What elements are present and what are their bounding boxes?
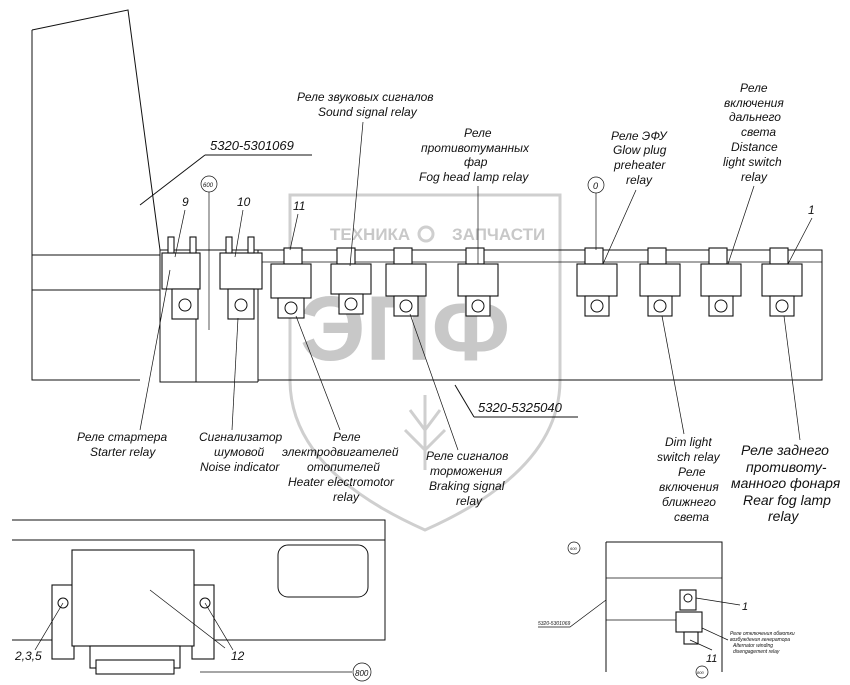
svg-text:Fog head lamp relay: Fog head lamp relay: [419, 170, 529, 184]
svg-text:relay: relay: [626, 173, 653, 187]
watermark-right-text: ЗАПЧАСТИ: [452, 225, 545, 244]
svg-text:торможения: торможения: [430, 464, 503, 478]
svg-text:света: света: [674, 510, 709, 524]
svg-text:Distance: Distance: [731, 140, 778, 154]
svg-text:Реле: Реле: [740, 81, 768, 95]
svg-text:light switch: light switch: [723, 155, 782, 169]
svg-text:Сигнализатор: Сигнализатор: [199, 430, 282, 444]
inset-part-number: 5320-5301069: [538, 621, 570, 627]
label-heater-electromotor: Реле электродвигателей отопителей Heater…: [282, 315, 399, 504]
svg-text:электродвигателей: электродвигателей: [282, 445, 399, 459]
svg-text:switch relay: switch relay: [657, 450, 721, 464]
relay-braking: [385, 247, 427, 317]
svg-text:фар: фар: [464, 155, 488, 169]
svg-text:Реле звуковых сигналов: Реле звуковых сигналов: [297, 90, 434, 104]
svg-text:disengagement relay: disengagement relay: [733, 649, 780, 655]
relay-10: [219, 236, 263, 320]
inset-callout-800: 800: [697, 670, 704, 675]
inset-callout-1: 1: [742, 601, 748, 613]
callout-1: 1: [808, 203, 815, 217]
svg-text:Реле: Реле: [464, 126, 492, 140]
wheat-icon: [403, 395, 447, 470]
svg-text:Braking signal: Braking signal: [429, 479, 505, 493]
part-number-bracket: 5320-5301069: [210, 138, 294, 153]
svg-text:дальнего: дальнего: [729, 110, 781, 124]
svg-text:ближнего: ближнего: [662, 495, 716, 509]
callout-11: 11: [293, 199, 305, 213]
svg-text:Rear fog lamp: Rear fog lamp: [743, 492, 831, 508]
svg-text:противотуманных: противотуманных: [421, 141, 530, 155]
relay-9: [161, 236, 201, 320]
gear-icon: [417, 225, 435, 243]
svg-text:отопителей: отопителей: [307, 460, 380, 474]
svg-text:Glow plug: Glow plug: [613, 143, 667, 157]
svg-text:Реле отключения обмотки: Реле отключения обмотки: [730, 631, 795, 637]
svg-text:Alternator winding: Alternator winding: [732, 643, 773, 649]
svg-text:relay: relay: [456, 494, 483, 508]
part-number-relay-panel: 5320-5325040: [478, 400, 563, 415]
svg-text:возбуждения генератора: возбуждения генератора: [730, 637, 790, 643]
label-starter: Реле стартера Starter relay: [77, 269, 171, 459]
label-sound-signal: Реле звуковых сигналов Sound signal rela…: [297, 90, 434, 267]
svg-text:preheater: preheater: [613, 158, 666, 172]
watermark-left-text: ТЕХНИКА: [330, 225, 410, 244]
svg-text:Starter relay: Starter relay: [90, 445, 156, 459]
relay-heater: [270, 247, 312, 319]
svg-text:Dim light: Dim light: [665, 435, 712, 449]
svg-text:Реле стартера: Реле стартера: [77, 430, 167, 444]
inset-callout-600: 600: [570, 546, 577, 551]
label-dim-light: Dim light switch relay Реле включения бл…: [657, 315, 721, 524]
label-fog-head: Реле противотуманных фар Fog head lamp r…: [419, 126, 530, 264]
callout-800-circle: [352, 662, 372, 682]
relay-rear-fog: [761, 247, 803, 317]
svg-text:relay: relay: [768, 508, 799, 524]
svg-text:Реле заднего: Реле заднего: [741, 442, 829, 458]
callout-2-3-5: 2,3,5: [14, 649, 42, 663]
callout-800: 800: [355, 669, 369, 678]
callout-600: 600: [203, 183, 214, 189]
svg-text:Реле: Реле: [333, 430, 361, 444]
svg-text:противоту-: противоту-: [746, 459, 827, 475]
svg-text:Sound signal relay: Sound signal relay: [318, 105, 418, 119]
callout-10: 10: [237, 195, 251, 209]
relay-glow-plug: [576, 247, 618, 317]
svg-text:манного фонаря: манного фонаря: [731, 475, 841, 491]
svg-text:relay: relay: [333, 490, 360, 504]
svg-text:Реле: Реле: [678, 465, 706, 479]
relay-fog-head: [457, 247, 499, 317]
svg-text:Реле сигналов: Реле сигналов: [426, 449, 508, 463]
label-noise-indicator: Сигнализатор шумовой Noise indicator: [199, 317, 282, 474]
svg-text:света: света: [741, 125, 776, 139]
relay-dim-light: [639, 247, 681, 317]
svg-text:Heater electromotor: Heater electromotor: [288, 475, 395, 489]
svg-text:включения: включения: [724, 96, 784, 110]
detail-view-12: 2,3,5 12 800: [12, 519, 386, 682]
label-glow-plug: Реле ЭФУ Glow plug preheater relay: [602, 129, 668, 265]
label-braking-signal: Реле сигналов торможения Braking signal …: [409, 313, 508, 508]
detail-inset-alternator: 1 11 600 800 5320-5301069 Реле отключени…: [538, 541, 795, 679]
label-distance-light: Реле включения дальнего света Distance l…: [723, 81, 784, 265]
svg-text:Реле ЭФУ: Реле ЭФУ: [611, 129, 668, 143]
label-rear-fog: Реле заднего противоту- манного фонаря R…: [731, 315, 841, 524]
callout-12: 12: [231, 649, 245, 663]
svg-text:шумовой: шумовой: [214, 445, 265, 459]
callout-0: 0: [593, 181, 598, 191]
callout-9: 9: [182, 195, 189, 209]
relay-distance-light: [700, 247, 742, 317]
svg-text:Noise indicator: Noise indicator: [200, 460, 280, 474]
relay-sound: [330, 247, 372, 315]
inset-callout-11: 11: [706, 653, 717, 665]
svg-text:включения: включения: [659, 480, 719, 494]
cab-frame: [31, 9, 823, 383]
svg-text:relay: relay: [741, 170, 768, 184]
